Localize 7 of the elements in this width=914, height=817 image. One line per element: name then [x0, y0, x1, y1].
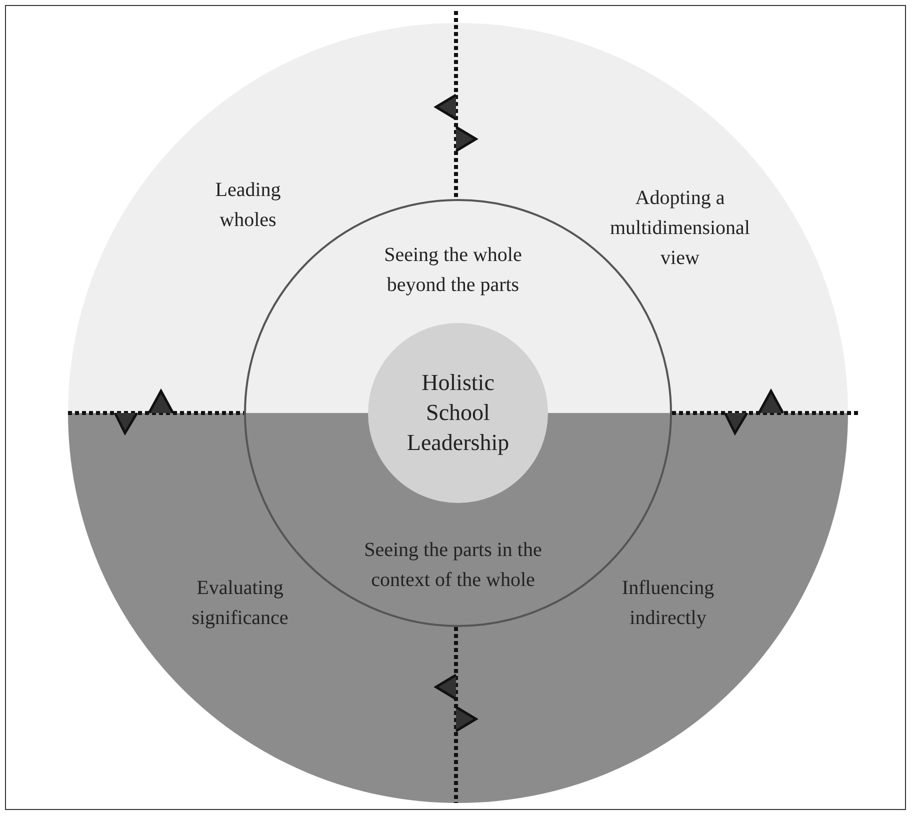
quadrant-label: Leading wholes: [214, 178, 282, 233]
quadrant-label: Influencing indirectly: [620, 576, 716, 631]
quadrant-label: Adopting a multidimensional view: [609, 186, 751, 271]
ring-label: Seeing the parts in the context of the whole: [363, 538, 543, 593]
quadrant-label: Evaluating significance: [190, 576, 290, 631]
center-label: Holistic School Leadership: [406, 369, 510, 457]
ring-label: Seeing the whole beyond the parts: [383, 243, 523, 298]
